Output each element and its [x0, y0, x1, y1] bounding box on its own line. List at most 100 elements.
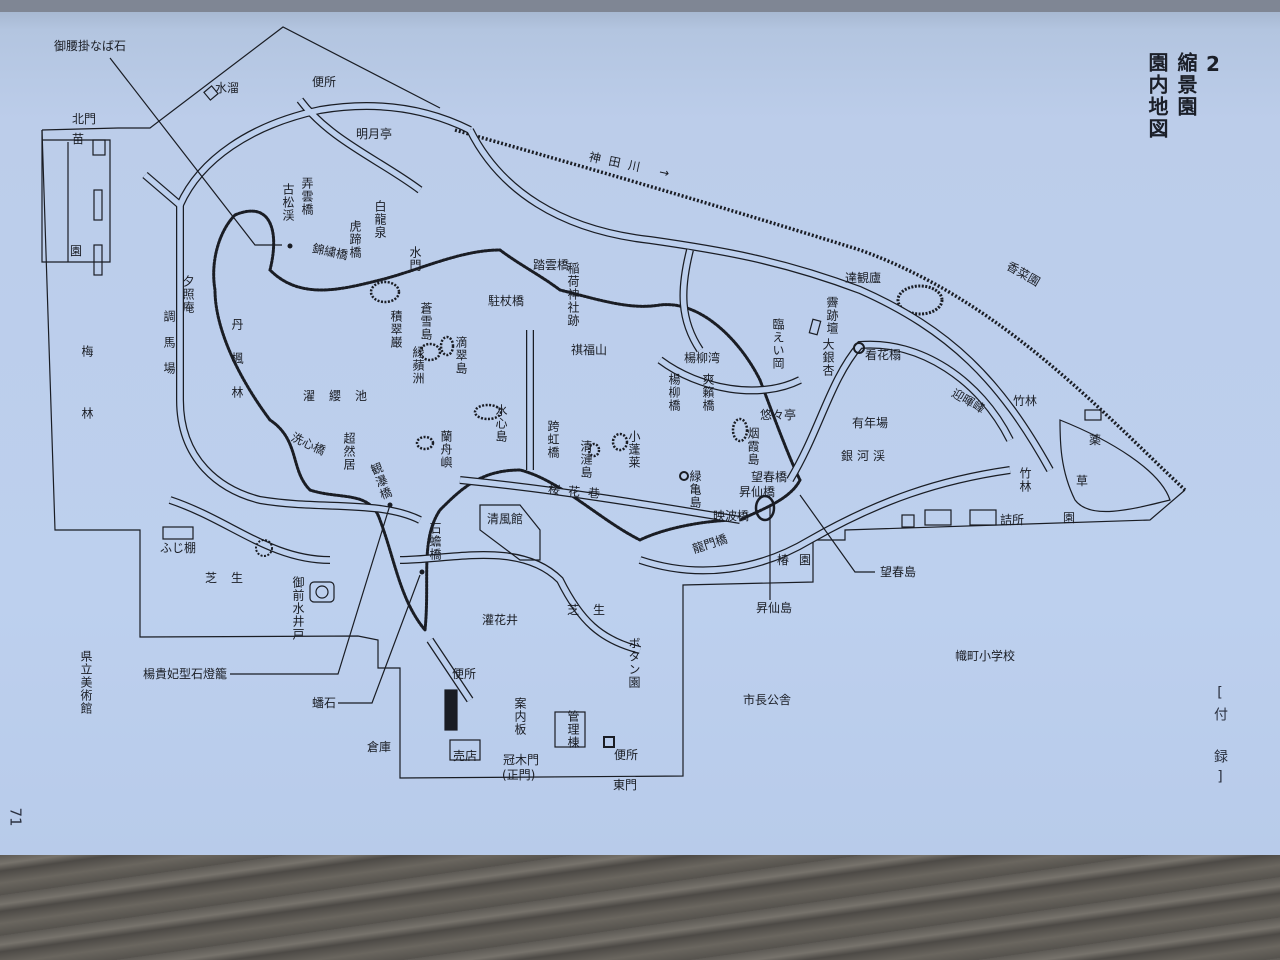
- label-gozensui: 御前水井戸: [291, 576, 305, 641]
- page-number: 71: [6, 807, 25, 827]
- water-basin: [203, 85, 219, 101]
- label-boshunkyo: 望春橋: [751, 470, 788, 484]
- nursery-boundary: [41, 130, 111, 263]
- label-kabukimon[interactable]: 冠木門: [503, 753, 540, 767]
- label-baiten: 売店: [453, 749, 478, 763]
- label-suimon: 水門: [408, 246, 422, 272]
- facing-page-edge: [0, 0, 1280, 12]
- leader-line: [799, 494, 875, 573]
- label-kanritou: 管理棟: [566, 710, 580, 749]
- label-yaku: 薬: [1089, 433, 1102, 447]
- label-shosenkyo: 昇仙橋: [739, 485, 776, 499]
- label-inari: 稲荷神社跡: [566, 262, 580, 327]
- label-souko: 倉庫: [367, 740, 392, 754]
- label-gingakei: 銀河渓: [841, 449, 890, 463]
- label-shibafu-center: 芝生: [567, 603, 620, 617]
- label-rouunkyo: 弄雲橋: [300, 177, 314, 216]
- kankato-marker: [853, 342, 865, 354]
- label-benjo-north: 便所: [312, 75, 337, 89]
- label-tekisuito: 滴翠島: [454, 336, 468, 375]
- title-garden-name: 縮景園: [1174, 52, 1198, 118]
- label-yoryuwan: 楊柳湾: [684, 351, 721, 365]
- label-nobori-school: 幟町小学校: [955, 649, 1016, 663]
- label-koshokei: 古松渓: [281, 183, 295, 222]
- label-youkihi-lantern: 楊貴妃型石燈籠: [143, 667, 228, 681]
- label-mizutamari: 水溜: [215, 81, 240, 95]
- label-bairin: 梅林: [80, 345, 94, 469]
- label-touunkyo: 踏雲橋: [533, 258, 570, 272]
- label-nae: 苗: [72, 132, 85, 146]
- label-boshunto: 望春島: [880, 565, 917, 579]
- label-seirento: 清漣島: [579, 440, 593, 479]
- label-kifukuzan: 祺福山: [571, 343, 608, 357]
- label-rineiko: 臨えい岡: [771, 318, 785, 370]
- label-kokokyo: 跨虹橋: [546, 420, 560, 459]
- label-shosento: 昇仙島: [756, 601, 793, 615]
- label-so: 草: [1076, 474, 1089, 488]
- label-shibafu-west: 芝生: [205, 571, 258, 585]
- label-chikurin-2: 竹林: [1018, 467, 1032, 493]
- label-chobaba: 調馬場: [162, 310, 176, 388]
- label-eihakyo: 映波橋: [713, 509, 750, 523]
- label-en-nursery: 園: [70, 244, 83, 258]
- label-chozenkyo: 超然居: [342, 432, 356, 471]
- garden-map: [41, 26, 1187, 779]
- label-seimon: (正門): [502, 768, 536, 782]
- label-ryokuhinshu: 緑蘋洲: [411, 346, 425, 385]
- label-en-herb: 園: [1063, 511, 1076, 525]
- label-annaiban: 案内板: [513, 697, 527, 736]
- label-tanpurin: 丹楓林: [230, 318, 244, 420]
- management-building: [554, 711, 586, 748]
- label-fujidana: ふじ棚: [160, 541, 197, 555]
- label-meigetsutei: 明月亭: [356, 127, 393, 141]
- label-sekisenkyo: 石蟾橋: [428, 522, 442, 561]
- page-title: 2 縮景園 園内地図: [1143, 52, 1225, 140]
- storage-box: [901, 514, 915, 528]
- label-kotekyo: 虎蹄橋: [348, 220, 362, 259]
- label-kitamon: 北門: [72, 112, 97, 126]
- label-banseki: 蟠石: [312, 696, 337, 710]
- label-yuyutei: 悠々亭: [760, 408, 797, 422]
- label-sekishoan: 夕照庵: [181, 275, 195, 314]
- gozensui-well: [309, 581, 335, 603]
- pond-shoreline: [212, 209, 802, 634]
- label-hakuryusen: 白龍泉: [373, 200, 387, 239]
- label-suishinto: 水心島: [494, 404, 508, 443]
- label-tatsukanro: 達観廬: [845, 271, 882, 285]
- label-tsubakien: 椿園: [777, 553, 822, 567]
- label-chikurin-1: 竹林: [1013, 394, 1038, 408]
- label-botanen: ボタン園: [627, 637, 641, 689]
- label-shohorai: 小蓬莱: [627, 430, 641, 469]
- label-okoshikake: 御腰掛なば石: [54, 39, 127, 53]
- kandagawa-bank: [454, 128, 1187, 492]
- label-seifukan: 清風館: [487, 512, 524, 526]
- label-seisekidan: 霽跡壇: [825, 296, 839, 335]
- label-takuei-pond: 濯纓池: [303, 389, 382, 403]
- label-benjo-center: 便所: [452, 667, 477, 681]
- label-tsumesho: 詰所: [1000, 513, 1025, 527]
- label-kankato: 看花榻: [865, 348, 902, 362]
- label-enkato: 烟霞島: [746, 427, 760, 466]
- title-subtitle: 園内地図: [1145, 52, 1169, 140]
- label-ryokukito: 緑亀島: [688, 470, 702, 509]
- label-oicho: 大銀杏: [821, 338, 835, 377]
- label-benjo-east: 便所: [614, 748, 639, 762]
- label-bijutsukan: 県立美術館: [79, 650, 93, 715]
- label-chujokyo: 駐杖橋: [488, 294, 525, 308]
- leader-line: [230, 504, 391, 675]
- wisteria-trellis: [162, 526, 194, 540]
- label-higashimon[interactable]: 東門: [613, 778, 638, 792]
- label-sosetsuto: 蒼雪島: [419, 302, 433, 341]
- title-number: 2: [1201, 52, 1225, 78]
- label-yoryukyo: 楊柳橋: [667, 373, 681, 412]
- appendix-marker: [付 録]: [1212, 685, 1228, 791]
- label-ranshusho: 蘭舟嶼: [439, 430, 453, 469]
- leader-line: [338, 574, 421, 704]
- garden-boundary-south: [41, 129, 1186, 779]
- label-kankasei: 灌花井: [482, 613, 519, 627]
- label-sekisuigan: 積翠巌: [389, 310, 403, 349]
- shop-building: [449, 739, 481, 761]
- seifukan-building: [479, 504, 541, 561]
- garden-boundary: [41, 26, 441, 131]
- leader-line: [109, 57, 282, 246]
